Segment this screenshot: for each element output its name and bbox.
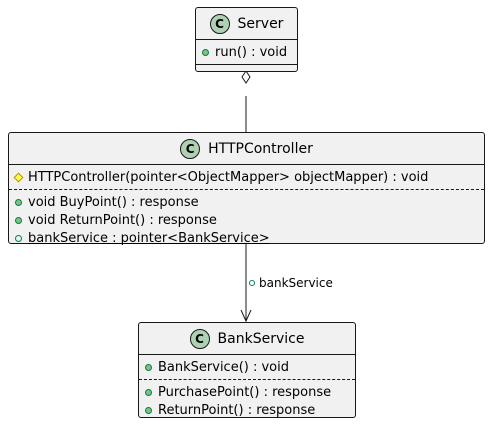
- class-bankservice[interactable]: C BankService BankService() : void Purch…: [138, 322, 356, 418]
- member-text: HTTPController(pointer<ObjectMapper> obj…: [28, 169, 429, 185]
- methods-section: run() : void: [196, 39, 297, 64]
- methods-section: PurchasePoint() : response ReturnPoint()…: [139, 379, 355, 422]
- association-label: bankService: [249, 276, 333, 290]
- class-member: run() : void: [202, 43, 297, 61]
- class-name: HTTPController: [208, 140, 313, 157]
- class-name: Server: [237, 15, 284, 32]
- class-member: ReturnPoint() : response: [145, 401, 355, 419]
- member-text: bankService : pointer<BankService>: [28, 230, 270, 246]
- class-member: BankService() : void: [145, 358, 355, 376]
- class-header: C HTTPController: [9, 133, 484, 164]
- class-member: PurchasePoint() : response: [145, 383, 355, 401]
- public-visibility-icon: [202, 48, 209, 56]
- member-text: run() : void: [215, 44, 288, 60]
- methods-section: void BuyPoint() : response void ReturnPo…: [9, 189, 484, 250]
- association-label-text: bankService: [259, 276, 333, 290]
- public-visibility-icon: [145, 406, 152, 414]
- class-server[interactable]: C Server run() : void: [195, 7, 298, 72]
- empty-section: [196, 64, 297, 71]
- public-visibility-icon: [15, 234, 22, 242]
- class-name: BankService: [217, 330, 305, 347]
- class-member: void ReturnPoint() : response: [15, 211, 484, 229]
- association-arrowhead-icon: [240, 309, 252, 323]
- class-member: bankService : pointer<BankService>: [15, 229, 484, 247]
- member-text: void ReturnPoint() : response: [28, 212, 217, 228]
- member-text: void BuyPoint() : response: [28, 194, 199, 210]
- class-badge-icon: C: [189, 328, 210, 349]
- class-member: void BuyPoint() : response: [15, 193, 484, 211]
- class-httpcontroller[interactable]: C HTTPController HTTPController(pointer<…: [8, 132, 485, 246]
- aggregation-diamond-icon: [241, 70, 251, 84]
- public-visibility-icon: [15, 216, 22, 224]
- public-visibility-icon: [249, 280, 255, 286]
- public-visibility-icon: [145, 363, 152, 371]
- member-text: ReturnPoint() : response: [158, 402, 316, 418]
- constructor-section: HTTPController(pointer<ObjectMapper> obj…: [9, 164, 484, 189]
- protected-visibility-icon: [13, 172, 24, 182]
- class-header: C BankService: [139, 323, 355, 354]
- public-visibility-icon: [145, 388, 152, 396]
- class-badge-icon: C: [180, 138, 201, 159]
- public-visibility-icon: [15, 198, 22, 206]
- class-header: C Server: [196, 8, 297, 39]
- member-text: PurchasePoint() : response: [158, 384, 332, 400]
- constructor-section: BankService() : void: [139, 354, 355, 379]
- class-member: HTTPController(pointer<ObjectMapper> obj…: [13, 168, 484, 186]
- class-badge-icon: C: [209, 13, 230, 34]
- member-text: BankService() : void: [158, 359, 289, 375]
